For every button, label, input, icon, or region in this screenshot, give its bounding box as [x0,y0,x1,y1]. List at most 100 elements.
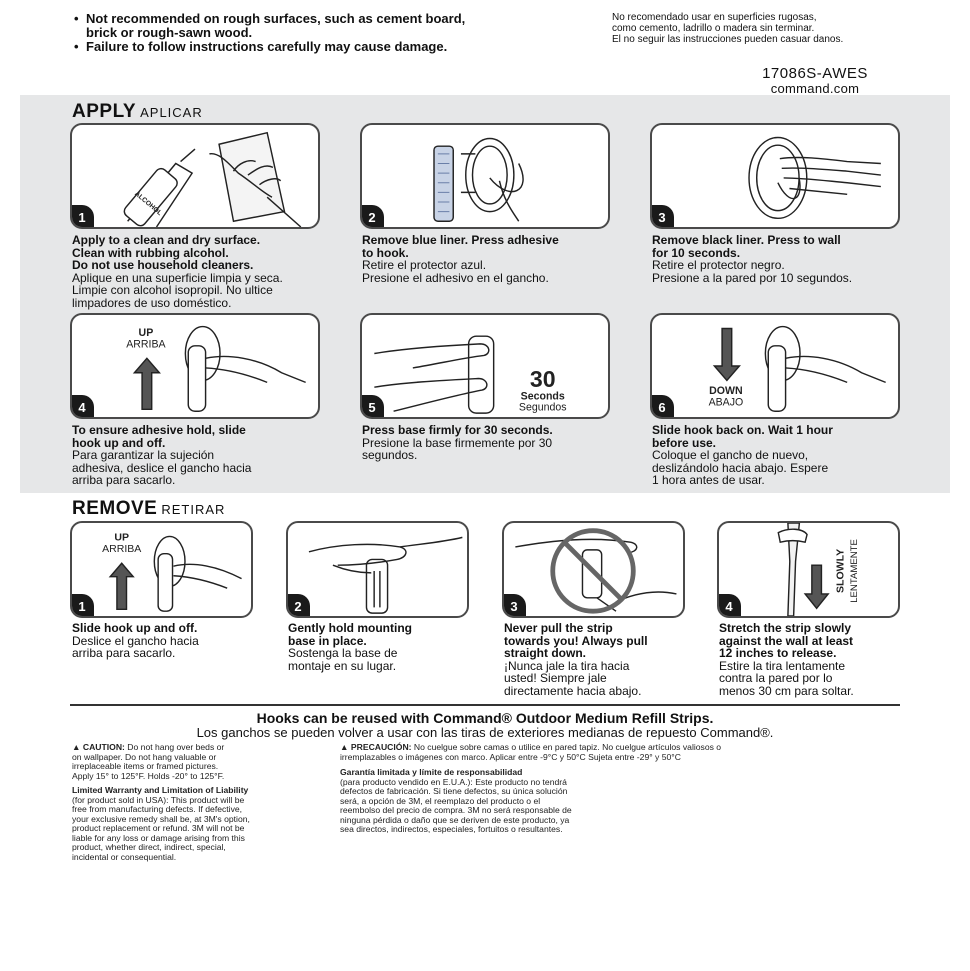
caption-en-line: Slide hook up and off. [72,621,198,635]
caption-es-line: Presione el adhesivo en el gancho. [362,270,549,285]
caption-es-line: Retire el protector negro. [652,258,785,272]
warranty-line: free from manufacturing defects. If defe… [72,804,243,814]
remove-step-2-panel: 2 [286,521,469,618]
caption-es-line: montaje en su lugar. [288,658,397,673]
seconds-label-es: Segundos [519,401,567,413]
remove-slide-up-illustration: UP ARRIBA [102,531,242,612]
caption-es-line: limpadores de uso doméstico. [72,295,232,310]
warranty-es-line: (para producto vendido en E.U.A.): Este … [340,776,567,787]
step-number: 1 [72,205,94,227]
reuse-note-es: Los ganchos se pueden volver a usar con … [196,725,774,740]
caution-es-line: irremplazables o imágenes con marco. Apl… [340,751,681,762]
caption-en-line: Press base firmly for 30 seconds. [362,423,553,437]
caption-en-line: for 10 seconds. [652,245,741,260]
step-number: 6 [652,395,674,417]
caption-en-line: Remove blue liner. Press adhesive [362,233,559,247]
caption-es-line: menos 30 cm para soltar. [719,683,854,698]
caption-es-line: ¡Nunca jale la tira hacia [504,658,630,673]
caption-es-line: Coloque el gancho de nuevo, [652,448,809,462]
apply-step-2-caption: Remove blue liner. Press adhesive to hoo… [362,234,642,284]
caution-line: on wallpaper. Do not hang valuable or [72,751,217,762]
caption-es-line: contra la pared por lo [719,671,833,685]
caption-es-line: usted! Siempre jale [504,671,607,685]
caption-en-line: to hook. [362,245,409,260]
apply-title-en: APPLY [72,101,137,122]
alcohol-wipe-illustration: ALCOHOL [123,131,302,227]
caption-en-line: Slide hook back on. Wait 1 hour [652,423,833,437]
remove-step-2-caption: Gently hold mounting base in place. Sost… [288,622,488,672]
caption-en-line: 12 inches to release. [719,646,837,660]
step-number: 5 [362,395,384,417]
caption-en-line: towards you! Always pull [504,633,648,648]
apply-step-3-panel: 3 [650,123,900,229]
step-number: 4 [72,395,94,417]
warning-item: Not recommended on rough surfaces, such … [74,12,494,40]
caption-es-line: deslizándolo hacia abajo. Espere [652,460,829,475]
remove-step-3-caption: Never pull the strip towards you! Always… [504,622,714,697]
caption-es-line: segundos. [362,448,418,462]
caption-es-line: Presione a la pared por 10 segundos. [652,270,853,285]
caption-es-line: Sostenga la base de [288,646,398,660]
caution-title: ▲ CAUTION: [72,742,125,752]
remove-step-4-panel: SLOWLY LENTAMENTE 4 [717,521,900,618]
caption-en-line: To ensure adhesive hold, slide [72,423,246,437]
apply-step-4-panel: UP ARRIBA 4 [70,313,320,419]
seconds-number: 30 [530,366,556,392]
step-number: 3 [504,594,526,616]
remove-step-4-caption: Stretch the strip slowly against the wal… [719,622,939,697]
warnings-en: Not recommended on rough surfaces, such … [74,12,494,55]
caution-line: irreplaceable items or framed pictures. [72,761,219,771]
step-number: 3 [652,205,674,227]
slowly-label: SLOWLY [834,549,846,593]
apply-step-5-panel: 30 Seconds Segundos 5 [360,313,610,419]
warning-es-line: El no seguir las instrucciones pueden ca… [612,34,844,45]
warranty-en: Limited Warranty and Limitation of Liabi… [72,785,312,862]
step-number: 1 [72,594,94,616]
warranty-line: liable for any loss or damage arising fr… [72,832,245,843]
caption-es-line: adhesiva, deslice el gancho hacia [72,460,252,475]
caption-es-line: Deslice el gancho hacia [72,633,199,648]
caption-es-line: directamente hacia abajo. [504,683,642,698]
apply-step-6-caption: Slide hook back on. Wait 1 hour before u… [652,424,942,487]
remove-liner-illustration [433,137,524,222]
caution-line: Do not hang over beds or [127,742,225,752]
remove-step-1-panel: UP ARRIBA 1 [70,521,253,618]
never-pull-illustration [515,528,677,614]
seconds-label: Seconds [521,391,565,403]
product-code-block: 17086S-AWES command.com [740,66,890,96]
apply-title-es: APLICAR [140,105,203,120]
caption-en-line: before use. [652,435,717,450]
stretch-strip-illustration: SLOWLY LENTAMENTE [777,523,860,616]
slide-up-illustration: UP ARRIBA [126,325,306,412]
down-label: DOWN [709,385,742,397]
up-label-es: ARRIBA [102,543,141,555]
caption-es-line: arriba para sacarlo. [72,646,176,660]
apply-step-1-caption: Apply to a clean and dry surface. Clean … [72,234,352,309]
step-number: 4 [719,594,741,616]
caption-en-line: Clean with rubbing alcohol. [72,245,229,260]
caption-en-line: Apply to a clean and dry surface. [72,233,261,247]
product-code: 17086S-AWES [762,65,868,82]
caption-en-line: base in place. [288,633,367,648]
caption-en-line: straight down. [504,646,586,660]
warranty-es-line: será, a opción de 3M, el reemplazo del p… [340,795,541,806]
down-label-es: ABAJO [709,396,744,408]
caption-en-line: Do not use household cleaners. [72,258,254,272]
caption-en-line: hook up and off. [72,435,166,450]
caption-es-line: 1 hora antes de usar. [652,473,765,487]
warranty-es: Garantía limitada y límite de responsabi… [340,767,700,835]
caution-es-line: No cuelgue sobre camas o utilice en pare… [413,742,722,752]
warranty-title: Limited Warranty and Limitation of Liabi… [72,785,249,795]
press-to-wall-illustration [748,136,881,220]
warning-es-line: como cemento, ladrillo o madera sin term… [612,23,815,34]
warranty-es-line: defectos de fabricación. Si tiene defect… [340,786,568,796]
warranty-es-line: sea directos, indirectos, especiales, fo… [340,824,563,834]
caption-es-line: Limpie con alcohol isopropil. No ultice [72,283,273,297]
caption-en-line: Gently hold mounting [288,621,412,635]
caution-en: ▲ CAUTION: Do not hang over beds or on w… [72,742,312,781]
slide-down-illustration: DOWN ABAJO [709,325,886,412]
caption-es-line: Para garantizar la sujeción [72,448,215,462]
slowly-label-es: LENTAMENTE [849,539,860,603]
